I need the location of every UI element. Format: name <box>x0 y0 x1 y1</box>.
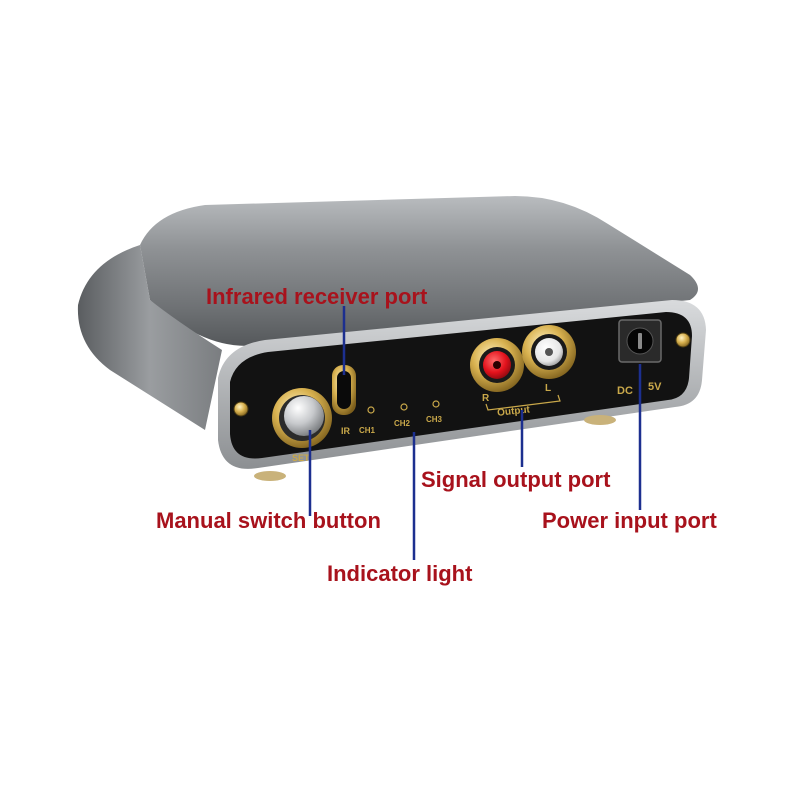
rca-right-jack[interactable] <box>470 338 524 392</box>
dc-label: DC <box>617 385 633 397</box>
left-channel-label: L <box>545 383 551 394</box>
callout-infrared-receiver-port: Infrared receiver port <box>206 284 428 309</box>
ir-receiver-window <box>332 365 356 415</box>
dc-power-jack[interactable] <box>618 319 662 363</box>
callout-manual-switch-button: Manual switch button <box>156 508 381 533</box>
led-ch1 <box>367 406 375 414</box>
front-panel <box>230 312 692 459</box>
ir-label: IR <box>341 426 351 436</box>
enclosure-side <box>77 245 222 430</box>
callout-indicator-light: Indicator light <box>327 561 473 586</box>
ch3-label: CH3 <box>426 415 443 424</box>
foot-left <box>254 471 286 481</box>
ch1-label: CH1 <box>359 426 376 435</box>
screw-right <box>675 332 691 348</box>
callout-power-input-port: Power input port <box>542 508 717 533</box>
set-label: SET <box>292 453 310 463</box>
led-ch3 <box>432 400 440 408</box>
foot-right <box>584 415 616 425</box>
output-bracket <box>485 394 561 411</box>
callout-signal-output-port: Signal output port <box>421 467 611 492</box>
ch2-label: CH2 <box>394 419 411 428</box>
right-channel-label: R <box>482 393 490 404</box>
rca-left-jack[interactable] <box>522 325 576 379</box>
screw-left <box>233 401 249 417</box>
set-button[interactable] <box>272 388 332 448</box>
led-ch2 <box>400 403 408 411</box>
voltage-label: 5V <box>648 381 662 393</box>
enclosure-top <box>140 196 698 346</box>
